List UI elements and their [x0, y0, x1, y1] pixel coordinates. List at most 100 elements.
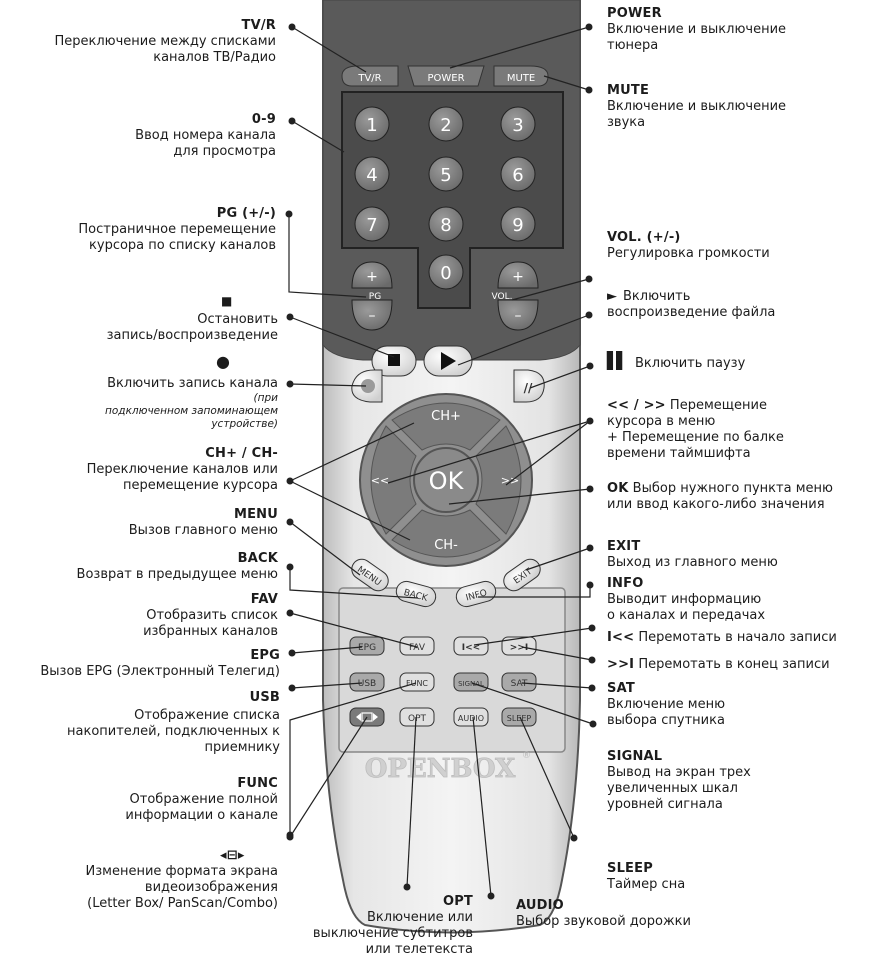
label-pg-desc: Постраничное перемещение курсора по спис…	[0, 222, 276, 254]
label-digits: 0-9 Ввод номера канала для просмотра	[0, 112, 276, 160]
pause-symbol: ▌▌	[607, 353, 626, 369]
label-digits-desc: Ввод номера канала для просмотра	[0, 128, 276, 160]
opt-button[interactable]: OPT	[400, 708, 434, 726]
nav-ring: CH+ CH- << >> OK	[360, 394, 532, 566]
digit-4-button[interactable]: 4	[355, 157, 389, 191]
label-pg-title: PG (+/-)	[0, 206, 276, 222]
power-button[interactable]: POWER	[408, 66, 484, 86]
label-arrows-title: << / >>	[607, 398, 666, 413]
label-forward-desc: Перемотать в конец записи	[638, 657, 829, 672]
mute-button[interactable]: MUTE	[494, 66, 548, 86]
label-ok-desc: Выбор нужного пункта меню или ввод каког…	[607, 481, 833, 512]
label-play-desc: Включить воспроизведение файла	[607, 289, 867, 321]
label-mute-title: MUTE	[607, 83, 867, 99]
label-ch: CH+ / CH- Переключение каналов или перем…	[0, 446, 278, 494]
ch-minus-label: CH-	[434, 538, 458, 553]
sleep-button[interactable]: SLEEP	[502, 708, 536, 726]
signal-button[interactable]: SIGNAL	[454, 673, 488, 691]
label-pause-desc: Включить паузу	[607, 356, 867, 372]
fav-button[interactable]: FAV	[400, 637, 434, 655]
tvr-button[interactable]: TV/R	[342, 66, 398, 86]
digit-9-button[interactable]: 9	[501, 207, 535, 241]
digit-3-label: 3	[512, 115, 523, 136]
label-ch-desc: Переключение каналов или перемещение кур…	[0, 462, 278, 494]
label-fav-title: FAV	[0, 592, 278, 608]
digit-8-label: 8	[440, 215, 451, 236]
label-signal: SIGNAL Вывод на экран трех увеличенных ш…	[607, 749, 867, 813]
label-ok: OK Выбор нужного пункта меню или ввод ка…	[607, 481, 872, 513]
label-aspect: ◂⊟▸ Изменение формата экрана видеоизобра…	[0, 848, 278, 912]
brand-logo: OPENBOX	[365, 754, 516, 784]
label-usb: USB Отображение списка накопителей, подк…	[0, 690, 280, 756]
label-audio: AUDIO Выбор звуковой дорожки	[516, 898, 776, 930]
label-rewind: I<< Перемотать в начало записи	[607, 630, 872, 646]
label-func-desc: Отображение полной информации о канале	[0, 792, 278, 824]
func-button-label: FUNC	[406, 679, 428, 688]
label-fav-desc: Отобразить список избранных каналов	[0, 608, 278, 640]
label-menu-title: MENU	[0, 507, 278, 523]
ch-plus-label: CH+	[431, 409, 461, 424]
usb-button[interactable]: USB	[350, 673, 384, 691]
label-tvr: TV/R Переключение между списками каналов…	[0, 18, 276, 66]
vol-minus-label: –	[515, 308, 522, 324]
label-usb-title: USB	[0, 690, 280, 706]
digit-7-button[interactable]: 7	[355, 207, 389, 241]
label-rewind-desc: Перемотать в начало записи	[638, 630, 836, 645]
label-tvr-desc: Переключение между списками каналов ТВ/Р…	[0, 34, 276, 66]
label-sat: SAT Включение меню выбора спутника	[607, 681, 867, 729]
vol-label: VOL.	[492, 292, 513, 302]
digit-8-button[interactable]: 8	[429, 207, 463, 241]
digit-5-button[interactable]: 5	[429, 157, 463, 191]
label-rec: ● Включить запись канала (при подключенн…	[0, 376, 278, 431]
digit-6-button[interactable]: 6	[501, 157, 535, 191]
digit-9-label: 9	[512, 215, 523, 236]
label-sleep: SLEEP Таймер сна	[607, 861, 867, 893]
digit-6-label: 6	[512, 165, 523, 186]
digit-0-label: 0	[440, 263, 451, 284]
pg-label: PG	[369, 292, 381, 302]
label-play: ► Включить воспроизведение файла	[607, 289, 867, 321]
func-button[interactable]: FUNC	[400, 673, 434, 691]
label-back-desc: Возврат в предыдущее меню	[0, 567, 278, 583]
label-exit-desc: Выход из главного меню	[607, 555, 867, 571]
label-vol-title: VOL. (+/-)	[607, 230, 867, 246]
label-audio-desc: Выбор звуковой дорожки	[516, 914, 776, 930]
digit-1-button[interactable]: 1	[355, 107, 389, 141]
label-menu: MENU Вызов главного меню	[0, 507, 278, 539]
label-opt: OPT Включение или выключение субтитров и…	[273, 894, 473, 958]
digit-3-button[interactable]: 3	[501, 107, 535, 141]
digit-2-button[interactable]: 2	[429, 107, 463, 141]
label-func-title: FUNC	[0, 776, 278, 792]
label-ok-title: OK	[607, 481, 629, 496]
label-info-desc: Выводит информацию о каналах и передачах	[607, 592, 867, 624]
power-button-label: POWER	[427, 73, 464, 84]
pg-plus-label: +	[366, 269, 378, 285]
label-rec-note: (при подключенном запоминающем устройств…	[0, 392, 278, 431]
rewind-button[interactable]: I<<	[454, 637, 488, 655]
epg-button[interactable]: EPG	[350, 637, 384, 655]
stop-symbol: ■	[0, 293, 278, 309]
label-back: BACK Возврат в предыдущее меню	[0, 551, 278, 583]
digit-0-button[interactable]: 0	[429, 255, 463, 289]
label-sat-title: SAT	[607, 681, 867, 697]
pause-button[interactable]: //	[514, 370, 544, 402]
audio-button-label: AUDIO	[458, 714, 484, 723]
right-label: >>	[501, 474, 519, 487]
label-fav: FAV Отобразить список избранных каналов	[0, 592, 278, 640]
label-menu-desc: Вызов главного меню	[0, 523, 278, 539]
label-power: POWER Включение и выключение тюнера	[607, 6, 867, 54]
label-power-title: POWER	[607, 6, 867, 22]
digit-4-label: 4	[366, 165, 377, 186]
label-ch-title: CH+ / CH-	[0, 446, 278, 462]
play-button[interactable]	[424, 346, 472, 376]
label-exit-title: EXIT	[607, 539, 867, 555]
opt-button-label: OPT	[408, 714, 427, 724]
audio-button[interactable]: AUDIO	[454, 708, 488, 726]
vol-plus-label: +	[512, 269, 524, 285]
sleep-button-label: SLEEP	[507, 714, 532, 723]
label-digits-title: 0-9	[0, 112, 276, 128]
sat-button[interactable]: SAT	[502, 673, 536, 691]
label-power-desc: Включение и выключение тюнера	[607, 22, 867, 54]
label-stop: ■ Остановить запись/воспроизведение	[0, 293, 278, 344]
